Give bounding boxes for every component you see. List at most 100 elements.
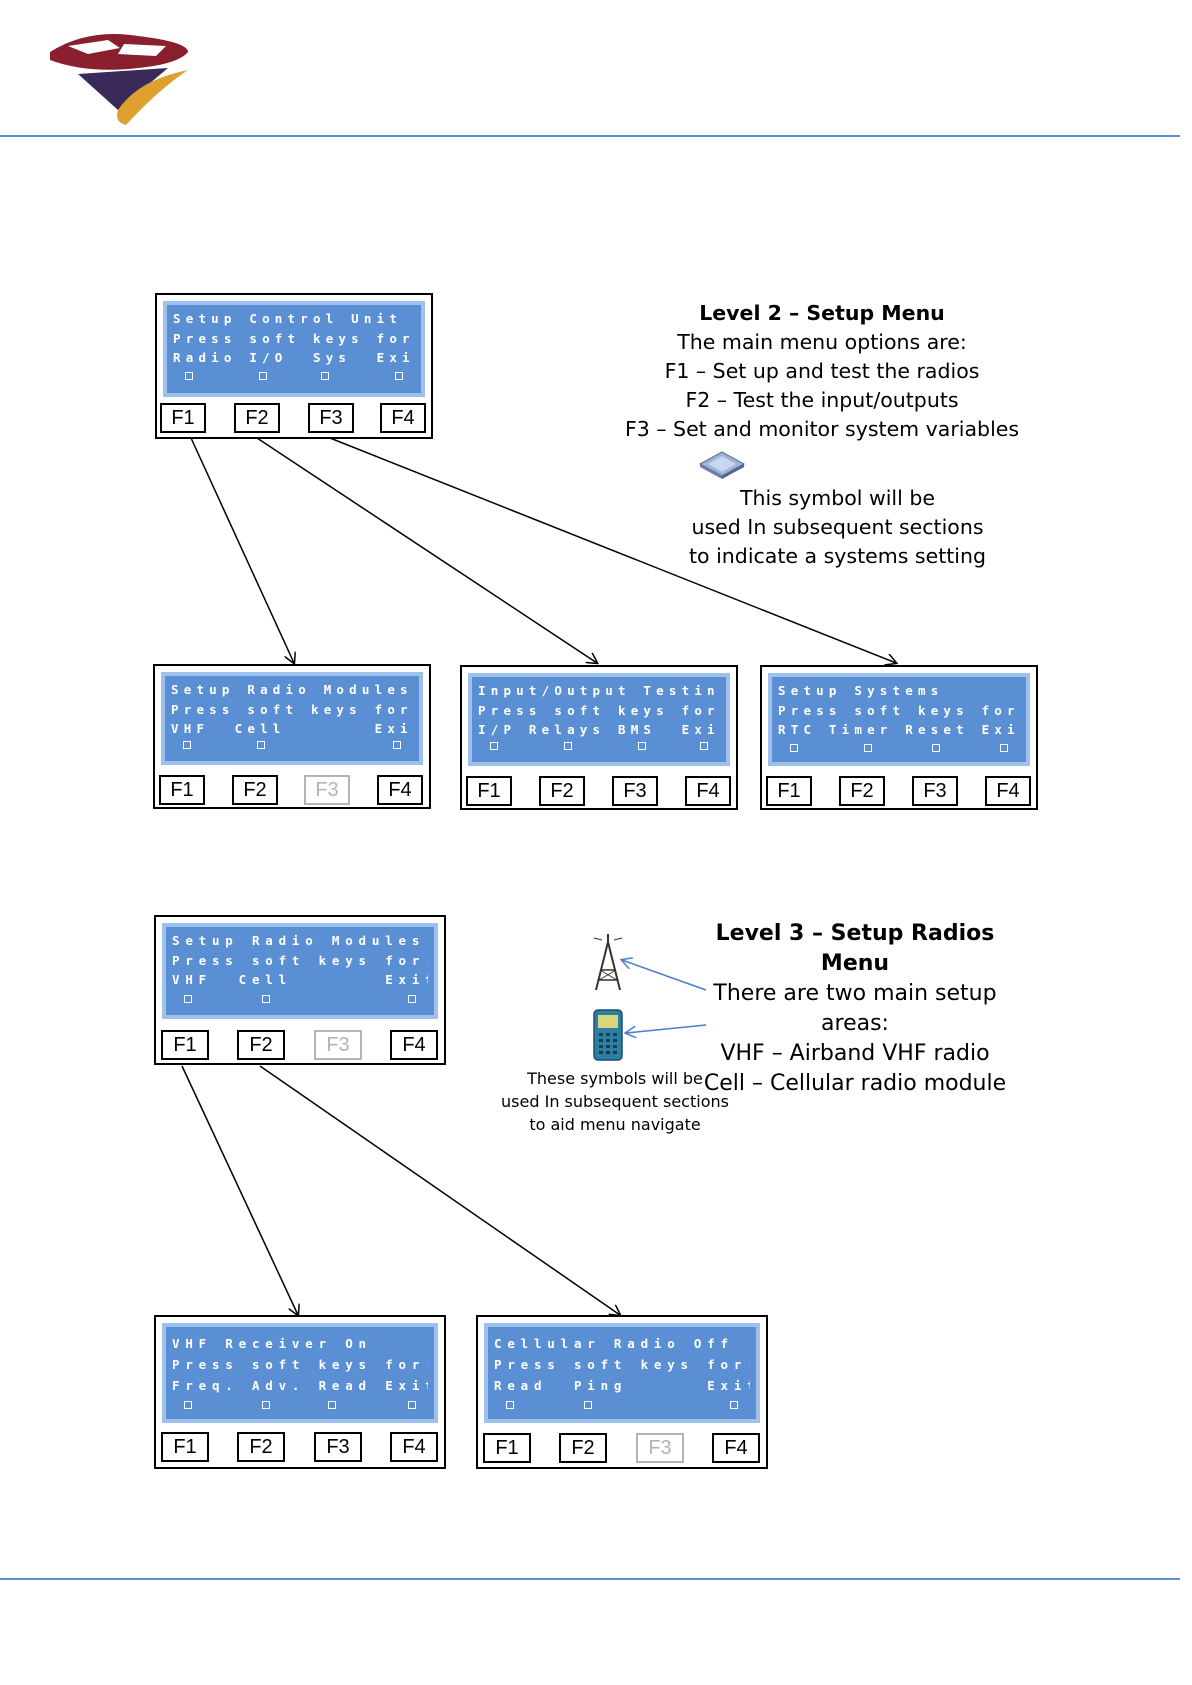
level3-symbol-line: to aid menu navigate bbox=[529, 1115, 701, 1134]
softkey-indicator bbox=[506, 1401, 514, 1409]
f3-key[interactable]: F3 bbox=[314, 1432, 362, 1462]
f4-key[interactable]: F4 bbox=[390, 1030, 438, 1060]
softkey-indicator bbox=[328, 1401, 336, 1409]
f3-key[interactable]: F3 bbox=[636, 1433, 684, 1463]
level2-line: F1 – Set up and test the radios bbox=[664, 359, 980, 383]
lcd-line-2: Press soft keys for: bbox=[494, 1357, 750, 1372]
f2-key[interactable]: F2 bbox=[839, 776, 885, 806]
softkey-indicator bbox=[638, 742, 646, 750]
lcd-screen: Setup Systems Press soft keys for: RTC T… bbox=[768, 673, 1030, 766]
lcd-line-3: VHF Cell Exit bbox=[172, 972, 428, 987]
f2-key[interactable]: F2 bbox=[237, 1432, 285, 1462]
cell-phone-icon bbox=[593, 1009, 623, 1061]
f1-key[interactable]: F1 bbox=[159, 775, 205, 805]
level2-symbol-line: to indicate a systems setting bbox=[689, 544, 986, 568]
f2-key[interactable]: F2 bbox=[559, 1433, 607, 1463]
softkey-indicator bbox=[864, 744, 872, 752]
arrow-f2-io bbox=[256, 437, 597, 663]
lcd-line-3: Radio I/O Sys Exit bbox=[173, 350, 415, 365]
cellular-radio-display: Cellular Radio Off Press soft keys for: … bbox=[476, 1315, 768, 1469]
f1-key[interactable]: F1 bbox=[483, 1433, 531, 1463]
radio-modules-display-2: Setup Radio Modules Press soft keys for:… bbox=[154, 915, 446, 1065]
softkey-indicator bbox=[564, 742, 572, 750]
control-unit-display: Setup Control Unit Press soft keys for: … bbox=[155, 293, 433, 439]
softkey-indicator bbox=[184, 1401, 192, 1409]
f3-key[interactable]: F3 bbox=[308, 403, 354, 433]
f1-key[interactable]: F1 bbox=[466, 776, 512, 806]
softkey-indicator bbox=[490, 742, 498, 750]
f1-key[interactable]: F1 bbox=[161, 1030, 209, 1060]
f1-key[interactable]: F1 bbox=[160, 403, 206, 433]
f3-key[interactable]: F3 bbox=[612, 776, 658, 806]
f4-key[interactable]: F4 bbox=[380, 403, 426, 433]
level3-symbol-line: These symbols will be bbox=[527, 1069, 703, 1088]
lcd-screen: Setup Radio Modules Press soft keys for:… bbox=[162, 923, 438, 1019]
systems-display: Setup Systems Press soft keys for: RTC T… bbox=[760, 665, 1038, 810]
level2-symbol-note: This symbol will be used In subsequent s… bbox=[660, 484, 1015, 571]
radio-tower-icon bbox=[593, 934, 623, 991]
arrow-f1-vhf bbox=[181, 1065, 298, 1315]
f4-key[interactable]: F4 bbox=[985, 776, 1031, 806]
lcd-line-2: Press soft keys for: bbox=[173, 330, 415, 346]
lcd-line-2: Press soft keys for: bbox=[172, 1357, 428, 1372]
softkey-indicator bbox=[408, 995, 416, 1003]
lcd-line-1: VHF Receiver On bbox=[172, 1336, 372, 1351]
f4-key[interactable]: F4 bbox=[712, 1433, 760, 1463]
lcd-line-1: Input/Output Testing bbox=[478, 683, 720, 698]
level2-symbol-line: This symbol will be bbox=[740, 486, 935, 510]
softkey-indicator bbox=[183, 741, 191, 749]
header-divider bbox=[0, 135, 1180, 137]
lcd-line-1: Setup Systems bbox=[778, 683, 944, 698]
arrow-f1-radio bbox=[190, 437, 294, 663]
lcd-line-2: Press soft keys for: bbox=[171, 701, 413, 717]
f4-key[interactable]: F4 bbox=[390, 1432, 438, 1462]
f3-key[interactable]: F3 bbox=[304, 775, 350, 805]
footer-divider bbox=[0, 1578, 1180, 1580]
level3-title: Level 3 – Setup Radios Menu bbox=[715, 921, 995, 976]
f3-key[interactable]: F3 bbox=[314, 1030, 362, 1060]
softkey-indicator bbox=[393, 741, 401, 749]
level2-symbol-line: used In subsequent sections bbox=[691, 515, 984, 539]
f3-key[interactable]: F3 bbox=[912, 776, 958, 806]
company-logo bbox=[50, 34, 188, 125]
level2-title: Level 2 – Setup Menu bbox=[699, 301, 945, 325]
vhf-receiver-display: VHF Receiver On Press soft keys for: Fre… bbox=[154, 1315, 446, 1469]
lcd-screen: VHF Receiver On Press soft keys for: Fre… bbox=[162, 1323, 438, 1423]
softkey-indicator bbox=[932, 744, 940, 752]
system-chip-icon bbox=[698, 451, 746, 479]
softkey-indicator bbox=[1000, 744, 1008, 752]
softkey-indicator bbox=[184, 995, 192, 1003]
level2-line: F3 – Set and monitor system variables bbox=[624, 417, 1020, 441]
f2-key[interactable]: F2 bbox=[232, 775, 278, 805]
level3-description: Level 3 – Setup Radios Menu There are tw… bbox=[680, 919, 1030, 1099]
lcd-line-1: Setup Radio Modules bbox=[172, 933, 426, 948]
f2-key[interactable]: F2 bbox=[539, 776, 585, 806]
level2-line: F2 – Test the input/outputs bbox=[685, 388, 959, 412]
f1-key[interactable]: F1 bbox=[766, 776, 812, 806]
f2-key[interactable]: F2 bbox=[234, 403, 280, 433]
lcd-line-2: Press soft keys for: bbox=[172, 952, 428, 968]
softkey-indicator bbox=[584, 1401, 592, 1409]
lcd-line-1: Cellular Radio Off bbox=[494, 1336, 734, 1351]
softkey-indicator bbox=[730, 1401, 738, 1409]
f1-key[interactable]: F1 bbox=[161, 1432, 209, 1462]
f4-key[interactable]: F4 bbox=[685, 776, 731, 806]
lcd-screen: Setup Control Unit Press soft keys for: … bbox=[163, 301, 425, 397]
level3-line: VHF – Airband VHF radio bbox=[720, 1041, 990, 1066]
softkey-indicator bbox=[408, 1401, 416, 1409]
level2-description: Level 2 – Setup Menu The main menu optio… bbox=[620, 299, 1024, 444]
arrow-vhf-symbol bbox=[622, 960, 707, 991]
f4-key[interactable]: F4 bbox=[377, 775, 423, 805]
softkey-indicator bbox=[262, 1401, 270, 1409]
softkey-indicator bbox=[262, 995, 270, 1003]
softkey-indicator bbox=[700, 742, 708, 750]
lcd-screen: Setup Radio Modules Press soft keys for:… bbox=[161, 672, 423, 765]
softkey-indicator bbox=[790, 744, 798, 752]
arrow-f3-systems bbox=[329, 437, 896, 663]
lcd-line-2: Press soft keys for: bbox=[778, 702, 1020, 718]
f2-key[interactable]: F2 bbox=[237, 1030, 285, 1060]
level3-symbol-line: used In subsequent sections bbox=[501, 1092, 729, 1111]
lcd-line-3: I/P Relays BMS Exit bbox=[478, 722, 720, 737]
lcd-line-1: Setup Radio Modules bbox=[171, 682, 413, 697]
